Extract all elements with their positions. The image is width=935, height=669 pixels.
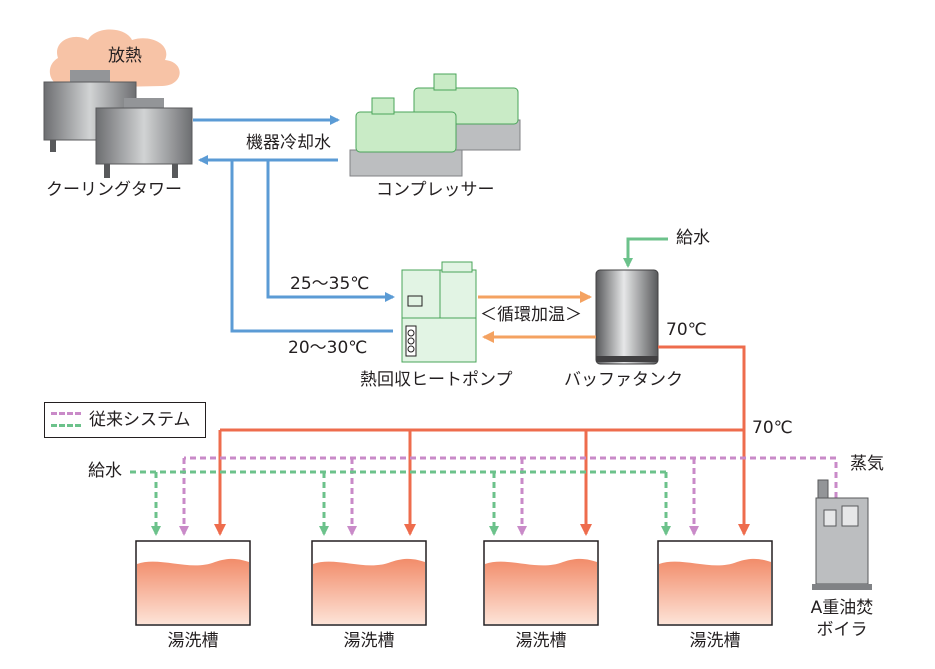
legend-water-line — [51, 424, 81, 427]
boiler-label-line1: A重油焚 — [810, 598, 874, 618]
wash-tank-2 — [311, 540, 427, 626]
circulation-heating-label: ＜循環加温＞ — [480, 305, 582, 325]
wash-tank-1 — [135, 540, 251, 626]
temperature-20-30-label: 20～30℃ — [288, 338, 368, 358]
hot-water-pipes — [214, 345, 750, 536]
wash-tank-3-label: 湯洗槽 — [515, 631, 567, 651]
heat-recovery-heat-pump — [401, 261, 477, 363]
wash-tank-1-label: 湯洗槽 — [167, 631, 219, 651]
heat-release-label: 放熱 — [108, 46, 142, 66]
water-supply-top-label: 給水 — [676, 228, 710, 248]
heat-recovery-pump-label: 熱回収ヒートポンプ — [360, 370, 513, 390]
oil-boiler — [812, 479, 872, 590]
legend-label: 従来システム — [89, 410, 191, 430]
boiler-label-line2: ボイラ — [816, 620, 868, 640]
temperature-25-35-label: 25～35℃ — [290, 274, 370, 294]
water-supply-pipes-conventional — [130, 470, 671, 536]
cooling-tower-front — [95, 98, 193, 178]
buffer-tank — [595, 269, 659, 365]
circulation-heating-arrows — [478, 291, 596, 343]
temperature-70-main-label: 70℃ — [752, 418, 793, 438]
water-supply-top-pipe — [623, 237, 668, 268]
wash-tank-4-label: 湯洗槽 — [689, 631, 741, 651]
steam-label: 蒸気 — [850, 454, 884, 474]
compressor-label: コンプレッサー — [376, 180, 495, 200]
cooling-water-pipes — [193, 115, 395, 333]
temperature-70-buffer-label: 70℃ — [666, 320, 707, 340]
buffer-tank-label: バッファタンク — [564, 370, 683, 390]
wash-tank-3 — [483, 540, 599, 626]
water-supply-left-label: 給水 — [88, 461, 122, 481]
legend-steam-line — [51, 412, 81, 415]
wash-tank-2-label: 湯洗槽 — [343, 631, 395, 651]
equipment-cooling-water-label: 機器冷却水 — [246, 133, 331, 153]
wash-tank-4 — [657, 540, 773, 626]
cooling-tower-label: クーリングタワー — [46, 180, 182, 200]
legend-conventional-system: 従来システム — [44, 402, 206, 438]
steam-pipes-conventional — [179, 456, 838, 536]
compressor-unit-front — [349, 97, 463, 177]
